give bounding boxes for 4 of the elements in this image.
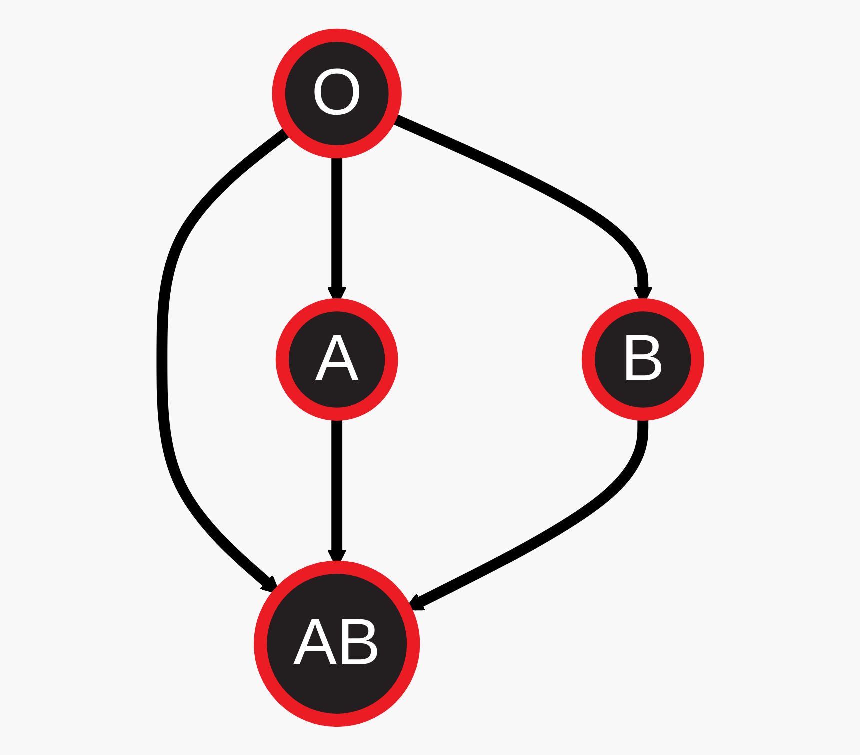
node-circle: A (276, 298, 398, 420)
node-circle: B (582, 298, 704, 420)
node-circle: AB (254, 560, 420, 727)
node-circle: O (272, 28, 402, 158)
